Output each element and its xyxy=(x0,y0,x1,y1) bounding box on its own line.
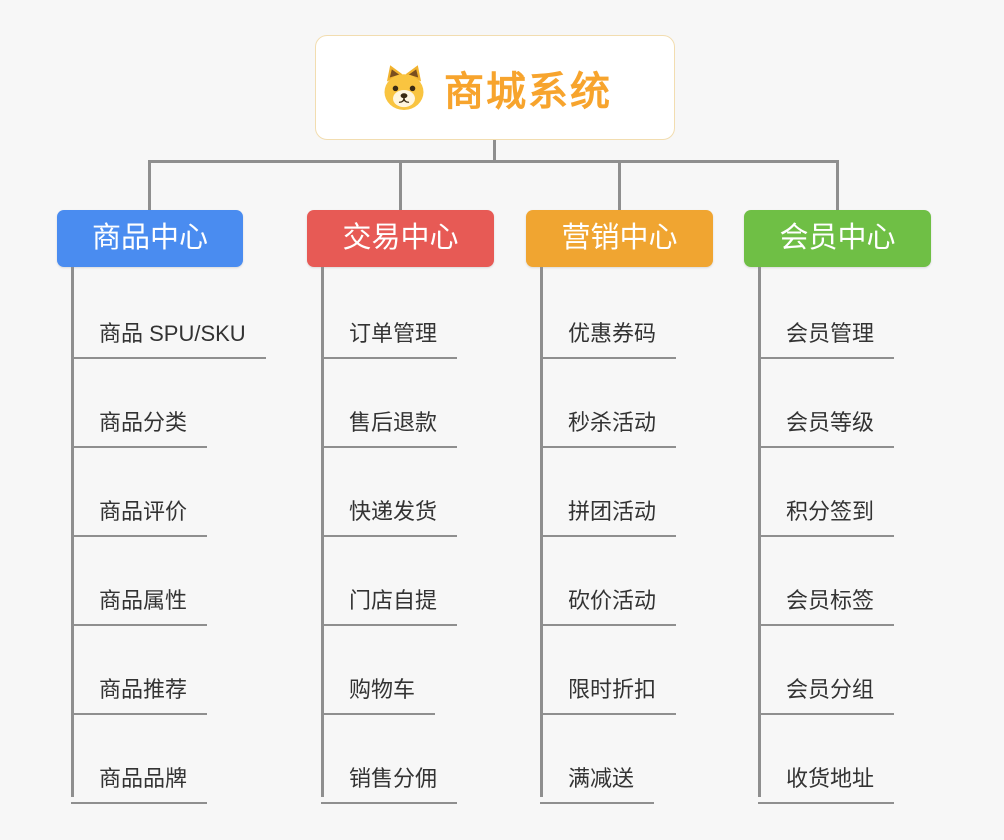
child-node[interactable]: 会员等级 xyxy=(758,405,895,448)
child-node[interactable]: 商品分类 xyxy=(71,405,208,448)
child-node[interactable]: 快递发货 xyxy=(321,494,458,537)
child-node[interactable]: 优惠券码 xyxy=(540,316,677,359)
branch-header-marketing-center[interactable]: 营销中心 xyxy=(526,210,713,267)
child-node[interactable]: 会员标签 xyxy=(758,583,895,626)
child-node[interactable]: 满减送 xyxy=(540,761,655,804)
child-node[interactable]: 会员分组 xyxy=(758,672,895,715)
connector-branch-spine xyxy=(71,267,74,797)
child-node[interactable]: 限时折扣 xyxy=(540,672,677,715)
connector-branch-stem xyxy=(399,160,402,211)
child-node[interactable]: 商品评价 xyxy=(71,494,208,537)
child-node[interactable]: 积分签到 xyxy=(758,494,895,537)
branch-header-product-center[interactable]: 商品中心 xyxy=(57,210,243,267)
connector-root-stem xyxy=(493,140,496,163)
child-node[interactable]: 门店自提 xyxy=(321,583,458,626)
branch-header-trade-center[interactable]: 交易中心 xyxy=(307,210,494,267)
branch-header-member-center[interactable]: 会员中心 xyxy=(744,210,931,267)
connector-branch-spine xyxy=(758,267,761,797)
root-node[interactable]: 商城系统 xyxy=(315,35,675,140)
connector-branch-stem xyxy=(148,160,151,211)
dog-face-icon xyxy=(378,62,430,114)
child-node[interactable]: 砍价活动 xyxy=(540,583,677,626)
connector-branch-spine xyxy=(321,267,324,797)
child-node[interactable]: 商品 SPU/SKU xyxy=(71,316,266,359)
root-title: 商城系统 xyxy=(444,69,612,114)
child-node[interactable]: 拼团活动 xyxy=(540,494,677,537)
child-node[interactable]: 订单管理 xyxy=(321,316,458,359)
child-node[interactable]: 商品推荐 xyxy=(71,672,208,715)
child-node[interactable]: 商品品牌 xyxy=(71,761,208,804)
child-node[interactable]: 会员管理 xyxy=(758,316,895,359)
child-node[interactable]: 商品属性 xyxy=(71,583,208,626)
child-node[interactable]: 收货地址 xyxy=(758,761,895,804)
connector-branch-spine xyxy=(540,267,543,797)
child-node[interactable]: 购物车 xyxy=(321,672,436,715)
child-node[interactable]: 售后退款 xyxy=(321,405,458,448)
child-node[interactable]: 销售分佣 xyxy=(321,761,458,804)
child-node[interactable]: 秒杀活动 xyxy=(540,405,677,448)
connector-branch-stem xyxy=(618,160,621,211)
connector-horizontal xyxy=(149,160,839,163)
connector-branch-stem xyxy=(836,160,839,211)
